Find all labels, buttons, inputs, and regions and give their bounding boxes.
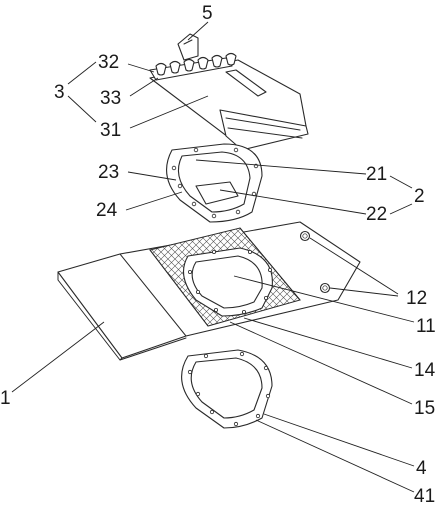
label-15: 15	[414, 398, 435, 419]
label-41: 41	[414, 486, 435, 507]
label-11: 11	[416, 316, 436, 337]
bracket-part-5	[177, 33, 199, 61]
label-4: 4	[416, 458, 427, 479]
base-sheet-assembly	[57, 221, 361, 361]
leader-lines	[11, 21, 415, 493]
label-5: 5	[202, 3, 213, 24]
base-opening	[191, 255, 263, 309]
clip-teeth	[155, 52, 237, 76]
label-12: 12	[406, 288, 427, 309]
label-14: 14	[414, 360, 436, 381]
label-24: 24	[96, 200, 118, 221]
label-3: 3	[54, 82, 65, 103]
frame-screw-holes	[171, 147, 259, 219]
label-32: 32	[98, 52, 119, 73]
oval-frame-assembly	[166, 143, 263, 223]
label-23: 23	[98, 162, 119, 183]
label-21: 21	[366, 164, 387, 185]
top-cover-front-lip	[219, 109, 309, 151]
top-cover-slot	[225, 69, 267, 97]
label-22: 22	[366, 204, 387, 225]
lower-frame-holes	[187, 351, 271, 427]
label-2: 2	[414, 186, 425, 207]
label-33: 33	[100, 88, 121, 109]
label-1: 1	[0, 388, 11, 409]
top-cover-assembly	[149, 33, 309, 151]
base-ring-holes	[187, 249, 272, 314]
window-panel	[195, 181, 239, 205]
label-31: 31	[100, 120, 121, 141]
lower-frame-assembly	[181, 349, 273, 429]
lower-frame-inner	[190, 357, 263, 419]
fasteners	[299, 230, 331, 294]
reference-labels: 5 32 3 33 31 23 21 2 24 22 12 11 14 1 15…	[0, 3, 436, 507]
